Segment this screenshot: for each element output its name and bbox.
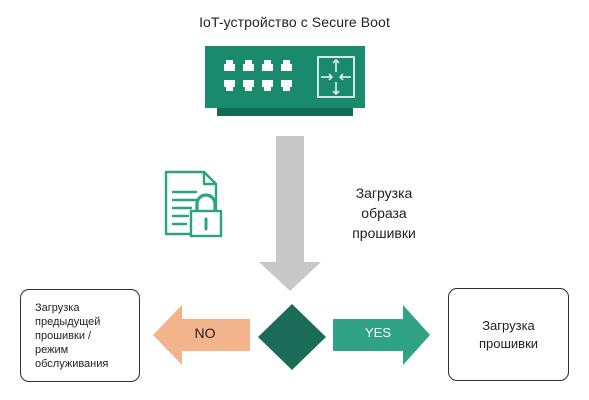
box-line: прошивки bbox=[478, 335, 539, 351]
box-line: Загрузка bbox=[482, 317, 535, 333]
router-icon bbox=[205, 46, 365, 116]
box-line: режим bbox=[35, 344, 69, 356]
box-line: Загрузка bbox=[35, 302, 80, 314]
firmware-upload-label: Загрузка образа прошивки bbox=[334, 183, 434, 243]
upload-label-line: образа bbox=[361, 205, 407, 221]
diagram-title: IoT-устройство с Secure Boot bbox=[199, 14, 390, 30]
upload-label-line: прошивки bbox=[352, 225, 416, 241]
yes-arrow bbox=[333, 305, 430, 365]
no-arrow bbox=[153, 305, 250, 365]
locked-document-icon bbox=[164, 170, 223, 238]
box-line: предыдущей bbox=[35, 316, 101, 328]
no-label: NO bbox=[194, 325, 216, 341]
firmware-boot-box: Загрузка прошивки bbox=[448, 288, 569, 381]
previous-firmware-box: Загрузка предыдущей прошивки / режим обс… bbox=[20, 289, 140, 382]
decision-group bbox=[153, 304, 430, 370]
box-line: прошивки / bbox=[35, 330, 92, 342]
down-arrow bbox=[259, 136, 321, 291]
yes-label: YES bbox=[364, 325, 391, 340]
box-line: обслуживания bbox=[35, 358, 109, 370]
decision-diamond bbox=[258, 304, 326, 370]
upload-label-line: Загрузка bbox=[355, 185, 413, 201]
